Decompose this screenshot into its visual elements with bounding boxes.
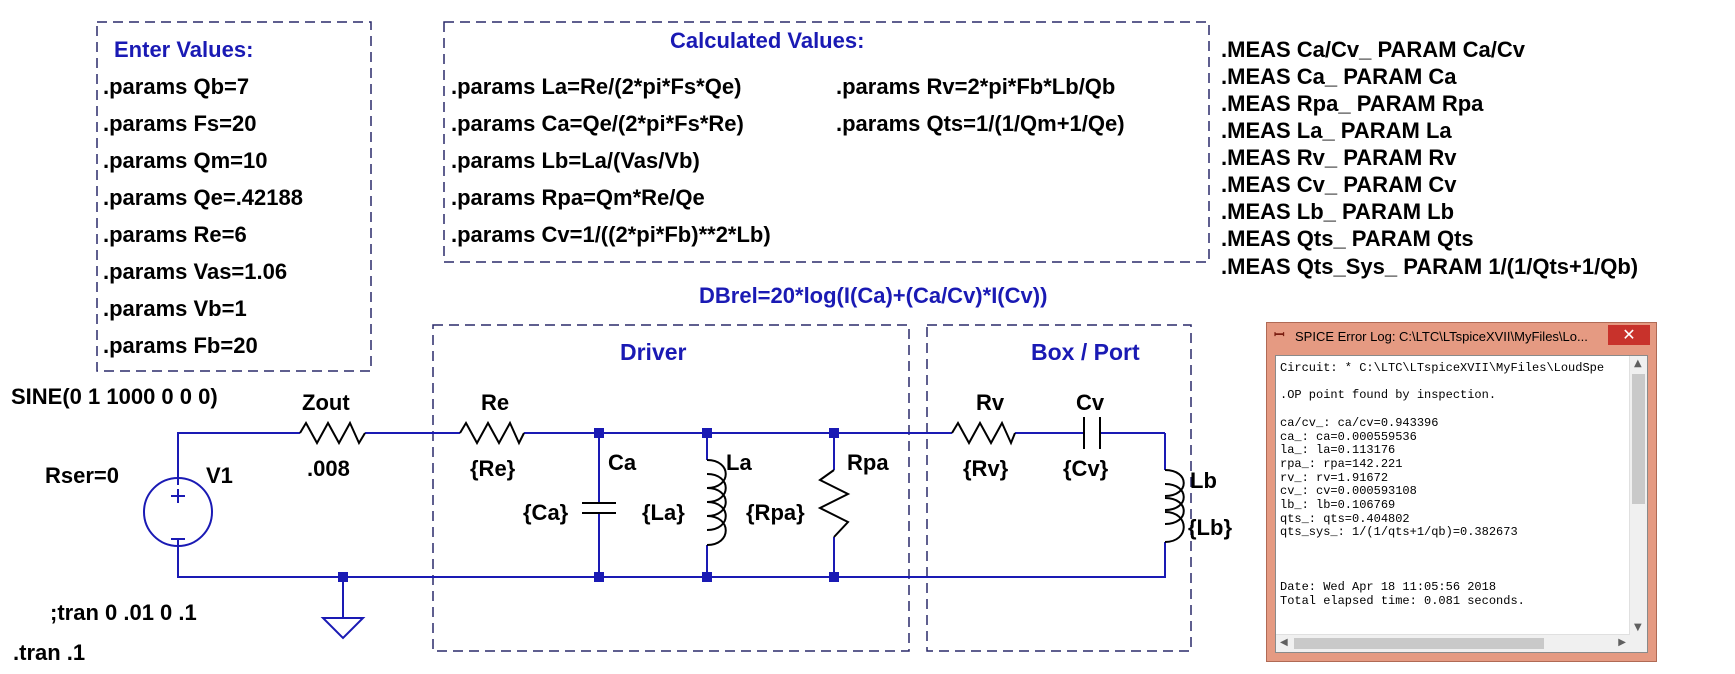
scroll-down-arrow-icon[interactable]: ▼: [1634, 622, 1642, 633]
re-name: Re: [481, 390, 509, 415]
calc-param-line: .params La=Re/(2*pi*Fs*Qe): [451, 74, 741, 99]
calc-param-line: .params Cv=1/((2*pi*Fb)**2*Lb): [451, 222, 771, 247]
lb-inductor-symbol[interactable]: [1164, 469, 1185, 543]
meas-directives: .MEAS Ca/Cv_ PARAM Ca/Cv .MEAS Ca_ PARAM…: [1221, 37, 1638, 279]
rser-label: Rser=0: [45, 463, 119, 488]
cv-capacitor-symbol[interactable]: [1083, 417, 1101, 449]
error-log-title: SPICE Error Log: C:\LTC\LTspiceXVII\MyFi…: [1295, 329, 1588, 344]
meas-line: .MEAS Rv_ PARAM Rv: [1221, 145, 1457, 170]
zout-resistor-symbol[interactable]: [299, 420, 366, 446]
rpa-name: Rpa: [847, 450, 889, 475]
spice-error-log-window[interactable]: ꟷ SPICE Error Log: C:\LTC\LTspiceXVII\My…: [1266, 322, 1657, 662]
v1-label: V1: [206, 463, 233, 488]
error-log-text: Circuit: * C:\LTC\LTspiceXVII\MyFiles\Lo…: [1280, 362, 1605, 608]
calculated-values-header: Calculated Values:: [670, 28, 864, 53]
enter-param-line: .params Qm=10: [103, 148, 267, 173]
rpa-value: {Rpa}: [746, 500, 805, 525]
meas-line: .MEAS Ca/Cv_ PARAM Ca/Cv: [1221, 37, 1526, 62]
rv-value: {Rv}: [963, 456, 1009, 481]
enter-param-line: .params Vb=1: [103, 296, 247, 321]
scroll-up-arrow-icon[interactable]: ▲: [1634, 358, 1642, 369]
scroll-right-arrow-icon[interactable]: ▶: [1618, 637, 1626, 648]
enter-values-list: .params Qb=7 .params Fs=20 .params Qm=10…: [103, 74, 303, 358]
calculated-values-col2: .params Rv=2*pi*Fb*Lb/Qb .params Qts=1/(…: [836, 74, 1125, 136]
rv-resistor-symbol[interactable]: [951, 420, 1016, 446]
enter-param-line: .params Vas=1.06: [103, 259, 287, 284]
re-resistor-symbol[interactable]: [459, 420, 525, 446]
ltspice-app-icon: ꟷ: [1274, 328, 1285, 343]
close-button[interactable]: ✕: [1608, 325, 1650, 345]
driver-box: [432, 324, 910, 652]
la-value: {La}: [642, 500, 685, 525]
cv-name: Cv: [1076, 390, 1105, 415]
la-name: La: [726, 450, 752, 475]
vertical-scroll-thumb[interactable]: [1632, 374, 1645, 504]
rv-name: Rv: [976, 390, 1005, 415]
error-log-titlebar[interactable]: ꟷ SPICE Error Log: C:\LTC\LTspiceXVII\My…: [1267, 323, 1656, 353]
calc-param-line: .params Lb=La/(Vas/Vb): [451, 148, 700, 173]
ca-name: Ca: [608, 450, 637, 475]
ca-capacitor-symbol[interactable]: [582, 502, 616, 514]
horizontal-scroll-thumb[interactable]: [1294, 638, 1544, 649]
meas-line: .MEAS Rpa_ PARAM Rpa: [1221, 91, 1484, 116]
meas-line: .MEAS Qts_ PARAM Qts: [1221, 226, 1474, 251]
re-value: {Re}: [470, 456, 516, 481]
scrollbar-corner: [1630, 635, 1647, 652]
junction-dots: [338, 428, 839, 582]
enter-param-line: .params Qb=7: [103, 74, 249, 99]
enter-values-box: [96, 21, 372, 372]
meas-line: .MEAS Cv_ PARAM Cv: [1221, 172, 1457, 197]
calc-param-line: .params Ca=Qe/(2*pi*Fs*Re): [451, 111, 744, 136]
wires: [177, 432, 1166, 618]
enter-values-header: Enter Values:: [114, 37, 253, 62]
sine-source-value: SINE(0 1 1000 0 0 0): [11, 384, 218, 409]
calc-param-line: .params Qts=1/(1/Qm+1/Qe): [836, 111, 1125, 136]
horizontal-scrollbar[interactable]: ◀ ▶: [1276, 634, 1630, 652]
zout-name: Zout: [302, 390, 350, 415]
calculated-values-col1: .params La=Re/(2*pi*Fs*Qe) .params Ca=Qe…: [451, 74, 771, 247]
tran-comment: ;tran 0 .01 0 .1: [50, 600, 197, 625]
ca-value: {Ca}: [523, 500, 569, 525]
error-log-content[interactable]: Circuit: * C:\LTC\LTspiceXVII\MyFiles\Lo…: [1275, 355, 1648, 653]
lb-name: Lb: [1190, 468, 1217, 493]
box-port-box: [926, 324, 1192, 652]
lb-value: {Lb}: [1188, 515, 1232, 540]
calculated-values-box: [443, 21, 1210, 263]
vertical-scrollbar[interactable]: ▲ ▼: [1629, 356, 1647, 635]
enter-param-line: .params Qe=.42188: [103, 185, 303, 210]
scroll-left-arrow-icon[interactable]: ◀: [1280, 637, 1288, 648]
meas-line: .MEAS Qts_Sys_ PARAM 1/(1/Qts+1/Qb): [1221, 254, 1638, 279]
calc-param-line: .params Rv=2*pi*Fb*Lb/Qb: [836, 74, 1115, 99]
driver-label: Driver: [620, 339, 687, 365]
enter-param-line: .params Re=6: [103, 222, 247, 247]
enter-param-line: .params Fs=20: [103, 111, 256, 136]
box-port-label: Box / Port: [1031, 339, 1140, 365]
enter-param-line: .params Fb=20: [103, 333, 258, 358]
meas-line: .MEAS La_ PARAM La: [1221, 118, 1452, 143]
dbrel-expression: DBrel=20*log(I(Ca)+(Ca/Cv)*I(Cv)): [699, 283, 1047, 308]
v1-source-symbol[interactable]: [143, 477, 213, 547]
calc-param-line: .params Rpa=Qm*Re/Qe: [451, 185, 705, 210]
zout-value: .008: [307, 456, 350, 481]
la-inductor-symbol[interactable]: [706, 459, 727, 546]
rpa-resistor-symbol[interactable]: [817, 469, 851, 538]
cv-value: {Cv}: [1063, 456, 1109, 481]
tran-directive: .tran .1: [13, 640, 85, 665]
meas-line: .MEAS Lb_ PARAM Lb: [1221, 199, 1454, 224]
meas-line: .MEAS Ca_ PARAM Ca: [1221, 64, 1457, 89]
ground-symbol[interactable]: [320, 617, 366, 640]
